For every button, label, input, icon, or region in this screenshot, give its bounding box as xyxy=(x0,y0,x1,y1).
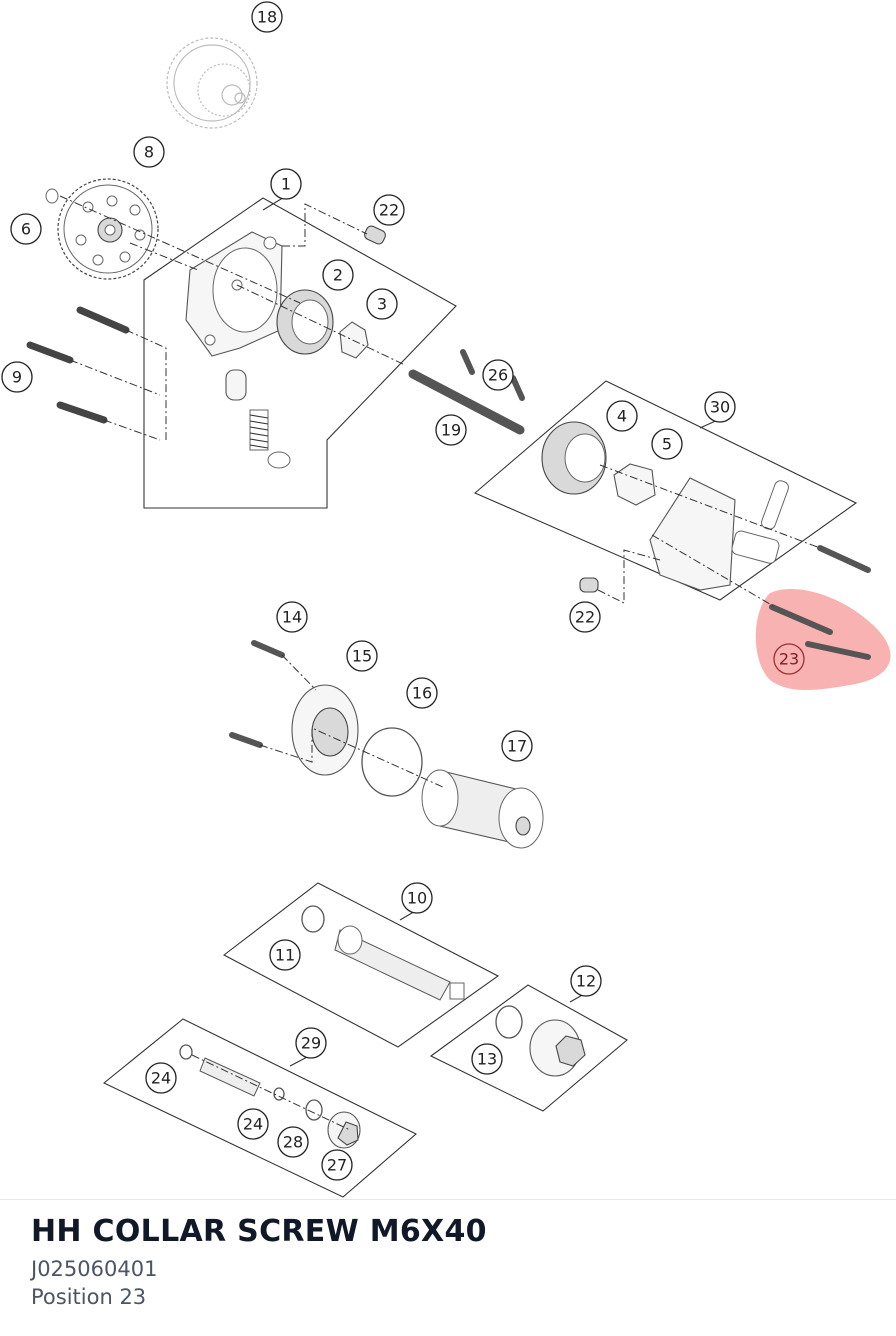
svg-text:22: 22 xyxy=(379,201,399,220)
group-outline-30 xyxy=(473,380,858,601)
group-outline-29 xyxy=(102,1018,417,1198)
gear-18-drawing xyxy=(166,37,258,129)
callout-17[interactable]: 17 xyxy=(501,730,533,762)
callout-4[interactable]: 4 xyxy=(606,400,638,432)
svg-text:18: 18 xyxy=(257,8,277,27)
part-position: Position 23 xyxy=(31,1285,147,1309)
callout-14[interactable]: 14 xyxy=(276,601,308,633)
selected-part-highlight[interactable] xyxy=(755,588,891,690)
part-name: HH COLLAR SCREW M6X40 xyxy=(31,1214,487,1249)
svg-text:4: 4 xyxy=(617,407,627,426)
callout-30[interactable]: 30 xyxy=(704,391,736,423)
callout-26[interactable]: 26 xyxy=(482,359,514,391)
svg-text:27: 27 xyxy=(327,1156,347,1175)
assembly-axes xyxy=(59,195,821,1131)
group-outline-10 xyxy=(222,882,500,1048)
svg-text:22: 22 xyxy=(575,608,595,627)
svg-text:17: 17 xyxy=(507,737,527,756)
o-ring-13-drawing xyxy=(495,1005,523,1039)
screws-14-drawing xyxy=(229,640,285,748)
callout-15[interactable]: 15 xyxy=(346,640,378,672)
svg-text:15: 15 xyxy=(352,647,372,666)
filter-cover-15-drawing xyxy=(291,684,359,776)
svg-text:2: 2 xyxy=(333,266,343,285)
svg-text:10: 10 xyxy=(407,889,427,908)
callout-13[interactable]: 13 xyxy=(471,1043,503,1075)
svg-text:30: 30 xyxy=(710,398,730,417)
exploded-parts-diagram: 18 8 6 1 22 2 3 9 26 19 4 30 5 22 23 14 … xyxy=(1,1,891,1198)
group-outline-12 xyxy=(429,984,628,1112)
svg-text:29: 29 xyxy=(301,1034,321,1053)
pump-housing-1-drawing xyxy=(185,231,283,357)
relief-spring-drawing xyxy=(249,409,269,451)
screws-23-drawing[interactable] xyxy=(769,604,871,660)
washer-drawing xyxy=(267,451,291,469)
screws-9-drawing xyxy=(26,306,130,424)
svg-text:11: 11 xyxy=(275,946,295,965)
callout-19[interactable]: 19 xyxy=(435,414,467,446)
callout-29[interactable]: 29 xyxy=(295,1027,327,1059)
callout-18[interactable]: 18 xyxy=(251,1,283,33)
callout-2[interactable]: 2 xyxy=(322,259,354,291)
callout-6[interactable]: 6 xyxy=(10,213,42,245)
oil-filter-17-drawing xyxy=(421,769,544,849)
callout-12[interactable]: 12 xyxy=(570,965,602,997)
part-number: J025060401 xyxy=(31,1257,158,1281)
svg-text:13: 13 xyxy=(477,1050,497,1069)
callout-28[interactable]: 28 xyxy=(277,1126,309,1158)
callout-22-lower[interactable]: 22 xyxy=(569,601,601,633)
svg-text:5: 5 xyxy=(662,435,672,454)
svg-text:3: 3 xyxy=(377,295,387,314)
part-info-panel: HH COLLAR SCREW M6X40 J025060401 Positio… xyxy=(0,1199,896,1336)
oil-screen-10-drawing xyxy=(334,925,465,1001)
svg-text:24: 24 xyxy=(151,1069,171,1088)
svg-text:6: 6 xyxy=(21,220,31,239)
callout-24-right[interactable]: 24 xyxy=(237,1108,269,1140)
svg-text:24: 24 xyxy=(243,1115,263,1134)
pins-26-drawing xyxy=(460,349,525,401)
callout-10[interactable]: 10 xyxy=(401,882,433,914)
callout-22-upper[interactable]: 22 xyxy=(373,194,405,226)
callout-1[interactable]: 1 xyxy=(270,168,302,200)
pump-assembly-30-drawing xyxy=(541,421,871,591)
svg-text:19: 19 xyxy=(441,421,461,440)
svg-text:16: 16 xyxy=(412,684,432,703)
rotor-3-drawing xyxy=(339,321,369,359)
circlip-6-drawing xyxy=(45,188,59,204)
svg-text:14: 14 xyxy=(282,608,302,627)
dowel-22b-drawing xyxy=(579,577,599,593)
shaft-19-drawing xyxy=(408,369,525,435)
gear-8-drawing xyxy=(57,178,159,280)
callout-3[interactable]: 3 xyxy=(366,288,398,320)
svg-text:9: 9 xyxy=(12,368,22,387)
o-ring-11-drawing xyxy=(301,905,325,933)
relief-piston-drawing xyxy=(225,369,247,401)
dowel-22a-drawing xyxy=(364,225,386,245)
plug-12-drawing xyxy=(529,1019,586,1077)
callout-16[interactable]: 16 xyxy=(406,677,438,709)
callout-24-left[interactable]: 24 xyxy=(145,1062,177,1094)
group-outline-1 xyxy=(143,197,457,509)
svg-text:23: 23 xyxy=(779,650,799,669)
svg-text:26: 26 xyxy=(488,366,508,385)
svg-text:1: 1 xyxy=(281,175,291,194)
o-ring-16-drawing xyxy=(361,727,423,797)
callout-9[interactable]: 9 xyxy=(1,361,33,393)
callout-27[interactable]: 27 xyxy=(321,1149,353,1181)
svg-text:28: 28 xyxy=(283,1133,303,1152)
callout-5[interactable]: 5 xyxy=(651,428,683,460)
callout-8[interactable]: 8 xyxy=(133,136,165,168)
svg-text:8: 8 xyxy=(144,143,154,162)
svg-text:12: 12 xyxy=(576,972,596,991)
oil-screen-29-drawing xyxy=(179,1044,361,1149)
callout-11[interactable]: 11 xyxy=(269,939,301,971)
rotor-2-drawing xyxy=(276,289,334,355)
callout-23[interactable]: 23 xyxy=(773,643,805,675)
